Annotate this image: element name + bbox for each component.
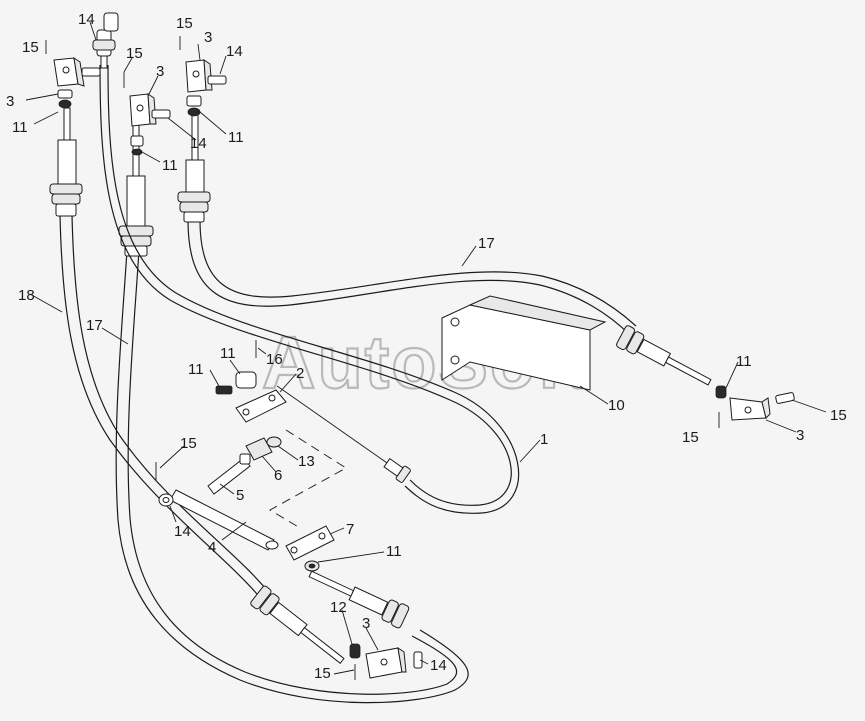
callout-3: 3: [6, 93, 14, 110]
callout-15: 15: [22, 39, 39, 56]
bracket-8: [441, 295, 607, 391]
plate-2: [235, 389, 287, 423]
callout-1: 1: [540, 431, 548, 448]
bolt-10: [215, 385, 233, 395]
callout-15: 15: [180, 435, 197, 452]
cable-1: [92, 29, 520, 514]
plate-7: [285, 525, 335, 561]
callout-11: 11: [12, 119, 28, 136]
callout-14: 15: [830, 407, 847, 424]
callout-9: 11: [220, 345, 236, 362]
callout-15: 15: [314, 665, 331, 682]
clevis-top-mid: [129, 93, 157, 156]
nut-center: [304, 560, 320, 572]
pins-14: [81, 12, 795, 669]
callout-15: 15: [126, 45, 143, 62]
callout-15: 15: [176, 15, 193, 32]
callout-3: 3: [204, 29, 212, 46]
callout-14: 14: [190, 135, 207, 152]
callout-14: 14: [226, 43, 243, 60]
cable-17-left: [115, 119, 469, 704]
callout-3: 3: [156, 63, 164, 80]
clevis-right: [715, 385, 771, 421]
callout-15: 15: [682, 429, 699, 446]
callout-labels: 15 3 11 14 15 3 15 3 14 14 11 11 18 17 1…: [6, 11, 847, 682]
callout-17: 17: [478, 235, 495, 252]
clevis-top-left: [53, 56, 85, 109]
clevis-bottom: [349, 643, 407, 679]
washer-13: [158, 493, 174, 507]
callout-13: 14: [174, 523, 191, 540]
callout-2: 2: [296, 365, 304, 382]
callout-8: 10: [608, 397, 625, 414]
callout-17: 17: [86, 317, 103, 334]
callout-12: 13: [298, 453, 315, 470]
split-pins-15: [45, 36, 720, 680]
callout-11: 11: [736, 353, 752, 370]
callout-3: 3: [362, 615, 370, 632]
callout-5: 5: [236, 487, 244, 504]
cable-18: [49, 107, 345, 664]
callout-11: 12: [330, 599, 347, 616]
shaft-5: [207, 453, 251, 495]
callout-16: 16: [266, 351, 283, 368]
callout-14: 14: [430, 657, 447, 674]
nut-12: [266, 436, 282, 448]
callout-11: 11: [162, 157, 178, 174]
callout-6: 6: [274, 467, 282, 484]
clevis-top-right: [185, 59, 213, 117]
callout-11: 11: [386, 543, 402, 560]
callout-11: 11: [228, 129, 244, 146]
callout-4: 4: [208, 539, 216, 556]
cable-17-right: [177, 111, 712, 386]
assembly-dashed-guide: [269, 429, 347, 529]
clip-6: [245, 437, 273, 461]
callout-10: 11: [188, 361, 204, 378]
callout-7: 7: [346, 521, 354, 538]
callout-14: 14: [78, 11, 95, 28]
leader-lines: [25, 21, 827, 675]
callout-3: 3: [796, 427, 804, 444]
bushing-9: [235, 371, 257, 389]
callout-18: 18: [18, 287, 35, 304]
rod-4: [169, 489, 279, 551]
